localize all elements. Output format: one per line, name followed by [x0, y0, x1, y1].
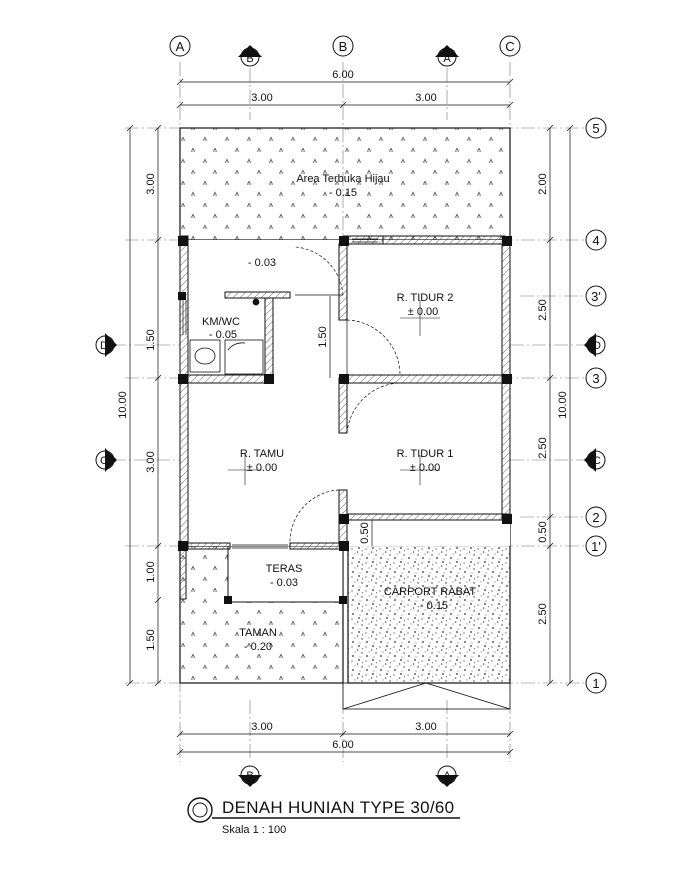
section-label-left-c: C: [100, 455, 108, 467]
section-label-bottom-a: A: [443, 770, 451, 782]
dim-total-width-top: 6.00: [332, 69, 353, 81]
grid-bubble-col-3: [499, 35, 521, 57]
terrace-level: - 0.03: [270, 577, 298, 589]
living-level: ± 0.00: [247, 462, 278, 474]
bath-name: KM/WC: [202, 316, 240, 328]
dim-right-5: 2.50: [537, 603, 549, 624]
bedroom1-level: ± 0.00: [410, 462, 441, 474]
grid-row-label-3: 3: [592, 371, 599, 386]
title-marker-icon: [187, 797, 213, 823]
bath-level: - 0.05: [209, 329, 237, 341]
dim-half-left-bottom: 3.00: [251, 721, 272, 733]
terrace-area: [227, 545, 344, 603]
dim-half-right-bottom: 3.00: [415, 721, 436, 733]
garden-back-name: Area Terbuka Hijau: [296, 173, 389, 185]
section-label-right-d: D: [593, 340, 601, 352]
grid-bubble-row-4: [585, 229, 607, 251]
dimension-texts: 6.00 3.00 3.00 3.00 3.00 6.00 10.00 3.00…: [117, 69, 569, 751]
garden-back-area: [179, 127, 511, 241]
grid-row-label-2: 2: [592, 510, 599, 525]
section-label-right-c: C: [593, 455, 601, 467]
bedroom1-name: R. TIDUR 1: [397, 448, 454, 460]
dim-right-4: 0.50: [537, 521, 549, 542]
grid-bubble-row-2: [585, 506, 607, 528]
grid-col-label-4: A: [443, 53, 451, 65]
dim-half-right-top: 3.00: [415, 92, 436, 104]
columns: [178, 236, 512, 604]
dim-half-left-top: 3.00: [251, 92, 272, 104]
grid-bubble-row-3: [585, 367, 607, 389]
terrace-name: TERAS: [266, 563, 303, 575]
garden-front-name: TAMAN: [239, 627, 277, 639]
drawing-title: DENAH HUNIAN TYPE 30/60: [222, 798, 454, 817]
section-markers: [95, 45, 606, 787]
dim-right-3: 2.50: [537, 437, 549, 458]
bedroom2-level: ± 0.00: [408, 306, 439, 318]
carport-level: - 0.15: [420, 600, 448, 612]
grid-col-label-1: A: [176, 39, 185, 54]
bedroom2-name: R. TIDUR 2: [397, 292, 454, 304]
dim-left-5: 1.50: [145, 629, 157, 650]
level-markers: [228, 300, 440, 485]
floor-drain-icon: [252, 298, 260, 306]
dim-left-1: 3.00: [145, 173, 157, 194]
drawing-scale: Skala 1 : 100: [222, 824, 286, 836]
grid-row-label-1: 1: [592, 676, 599, 691]
garden-front-level: - 0.20: [244, 641, 272, 653]
grid-col-label-5: C: [505, 39, 514, 54]
grid-bubble-row-3p: [585, 285, 607, 307]
dim-left-4: 1.00: [145, 561, 157, 582]
kitchen-level: - 0.03: [248, 257, 276, 269]
bath-fixtures: [189, 298, 264, 375]
section-label-bottom-b: B: [246, 770, 253, 782]
grid-row-label-4: 4: [592, 233, 599, 248]
dim-interior-1: 1.50: [317, 326, 329, 347]
grid-bubble-row-1p: [585, 535, 607, 557]
title-block: DENAH HUNIAN TYPE 30/60 Skala 1 : 100: [187, 797, 460, 836]
grid-row-label-5: 5: [592, 121, 599, 136]
grid-col-label-2: B: [246, 53, 253, 65]
grid-row-label-3p: 3': [591, 289, 601, 304]
grid-bubbles: [169, 35, 607, 694]
grid-bubble-row-5: [585, 117, 607, 139]
dim-left-3: 3.00: [145, 451, 157, 472]
grid-col-label-3: B: [339, 39, 348, 54]
grid-row-label-1p: 1': [591, 539, 601, 554]
living-name: R. TAMU: [240, 448, 284, 460]
dimension-lines: [126, 78, 574, 756]
grid-bubble-row-1: [585, 672, 607, 694]
carport-area: [347, 519, 511, 684]
toilet-icon: [189, 339, 221, 373]
carport-entry: [342, 682, 511, 710]
grid-bubble-col-1: [169, 35, 191, 57]
grid-labels: A B B A C 5 4 3' 3 2 1' 1 B A D C D C: [100, 39, 601, 782]
section-label-left-d: D: [100, 340, 108, 352]
garden-back-level: - 0.15: [329, 187, 357, 199]
room-labels: Area Terbuka Hijau - 0.15 - 0.03 KM/WC -…: [202, 173, 476, 653]
dim-total-length-right: 10.00: [557, 391, 569, 419]
dim-total-length-left: 10.00: [117, 391, 129, 419]
grid-bubble-col-2: [332, 35, 354, 57]
dim-right-2: 2.50: [537, 299, 549, 320]
carport-name: CARPORT RABAT: [384, 586, 477, 598]
dim-right-1: 2.00: [537, 173, 549, 194]
dim-interior-2: 0.50: [359, 522, 371, 543]
dim-total-width-bottom: 6.00: [332, 739, 353, 751]
dim-left-2: 1.50: [145, 329, 157, 350]
doors: [182, 238, 401, 549]
